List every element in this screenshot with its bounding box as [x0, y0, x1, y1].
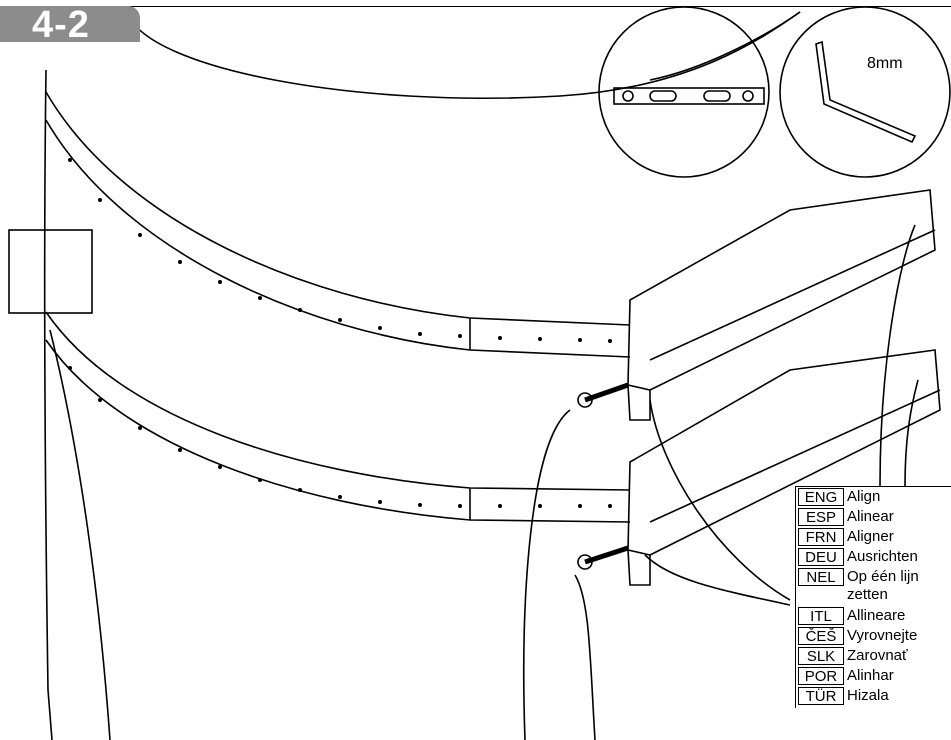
lang-code: FRN: [798, 528, 844, 546]
tank-top-rim: [127, 11, 801, 100]
lang-code: POR: [798, 667, 844, 685]
lower-band-bottom: [45, 339, 631, 523]
arrow-align-2: [644, 554, 791, 606]
legend-row: TÜR Hizala: [796, 687, 951, 706]
wrench-size-label: 8mm: [867, 55, 903, 72]
legend-row: POR Alinhar: [796, 667, 951, 686]
lang-code: DEU: [798, 548, 844, 566]
lang-word: Alinear: [847, 508, 894, 525]
wrench-detail-circle: [779, 6, 951, 178]
legend-row: ČEŠ Vyrovnejte: [796, 627, 951, 646]
step-number: 4-2: [32, 4, 90, 46]
lang-word: Aligner: [847, 528, 894, 545]
lang-code: ITL: [798, 607, 844, 625]
tank-top-arc: [649, 11, 801, 81]
legend-row: ITL Allineare: [796, 607, 951, 626]
lang-code: NEL: [798, 568, 844, 586]
step-badge: 4-2: [0, 4, 140, 46]
lang-word: Alinhar: [847, 667, 894, 684]
level-detail-circle: [598, 6, 770, 178]
legend-row: ESP Alinear: [796, 508, 951, 527]
leader-line-left: [49, 329, 111, 740]
spirit-level: [613, 87, 765, 105]
lang-word: Allineare: [847, 607, 906, 624]
lang-word: Zarovnať: [847, 647, 908, 664]
lang-code: SLK: [798, 647, 844, 665]
top-rule: [0, 6, 951, 7]
legend-row: DEU Ausrichten: [796, 548, 951, 567]
lang-word: Align: [847, 488, 881, 505]
arrow-right-2: [904, 379, 919, 487]
lang-code: ENG: [798, 488, 844, 506]
lang-code: ČEŠ: [798, 627, 844, 645]
arrow-upper-bolt: [523, 409, 571, 740]
lang-code: ESP: [798, 508, 844, 526]
lang-word: Hizala: [847, 687, 889, 704]
arrow-lower-bolt: [574, 574, 596, 740]
arrow-right-1: [879, 224, 916, 487]
lang-word: Vyrovnejte: [847, 627, 918, 644]
legend-row: ENG Align: [796, 488, 951, 507]
lang-word: Ausrichten: [847, 548, 918, 565]
legend-row: FRN Aligner: [796, 528, 951, 547]
legend-row: NEL Op één lijn zetten: [796, 568, 951, 606]
lang-word: Op één lijn zetten: [847, 568, 919, 603]
upper-band-top: [45, 91, 631, 326]
arrow-align-1: [649, 399, 791, 601]
upper-bracket: [627, 189, 936, 391]
legend-row: SLK Zarovnať: [796, 647, 951, 666]
translation-legend: ENG Align ESP Alinear FRN Aligner DEU Au…: [795, 486, 951, 708]
hex-key: [815, 40, 917, 144]
lang-code: TÜR: [798, 687, 844, 705]
detail-box: [8, 229, 93, 314]
lower-band-top: [45, 311, 631, 491]
upper-band-bottom: [45, 119, 631, 358]
tank-left-edge: [43, 69, 53, 740]
